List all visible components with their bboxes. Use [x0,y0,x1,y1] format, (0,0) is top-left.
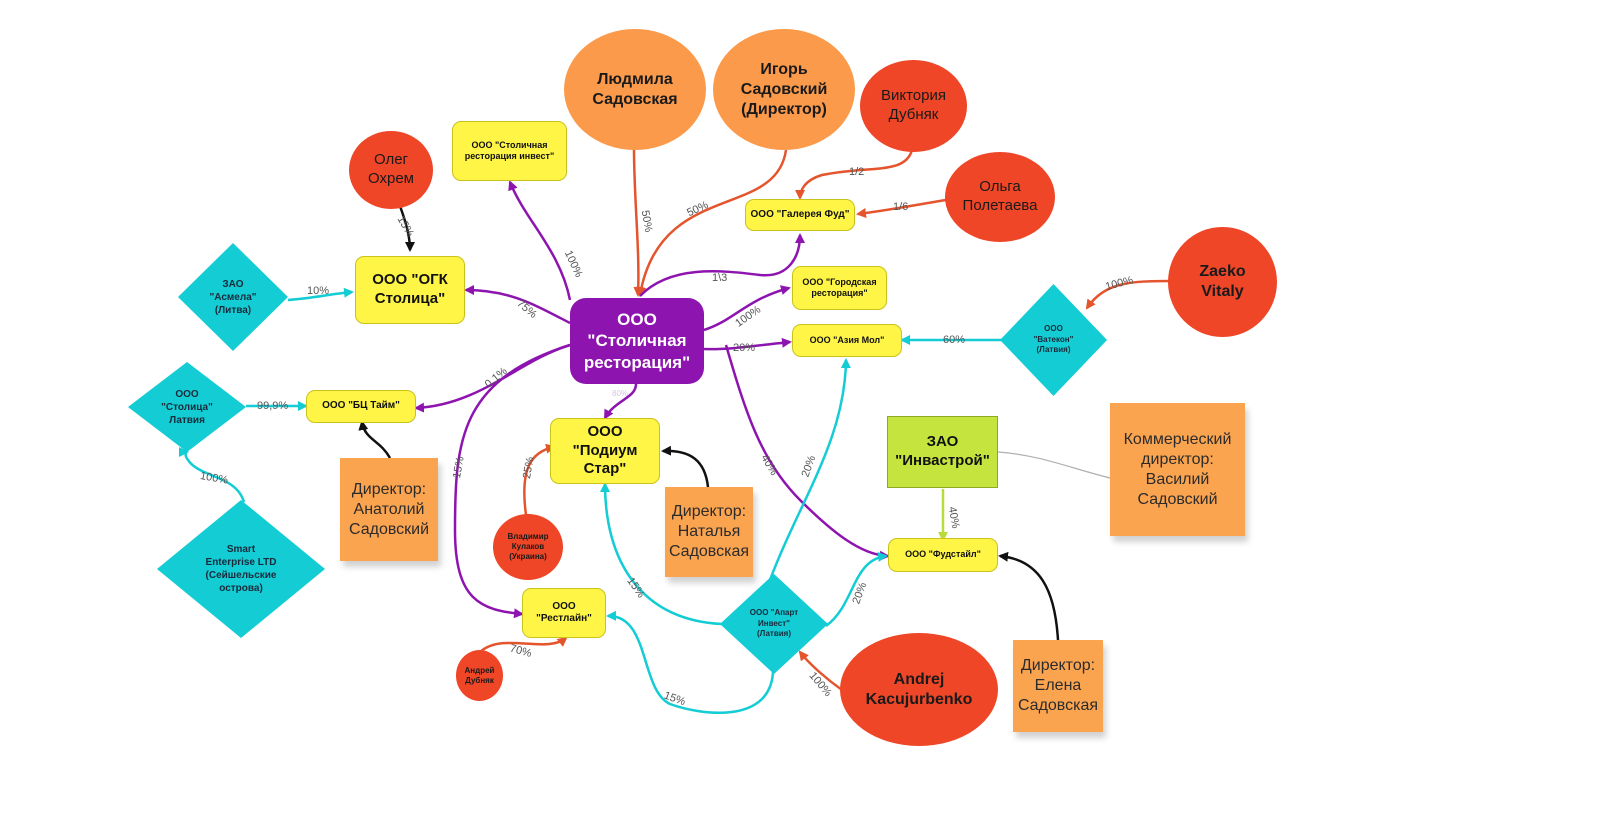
note-director-natalya[interactable]: Директор: Наталья Садовская [665,487,753,577]
node-main-company[interactable]: ООО "Столичная ресторация" [570,298,704,384]
edge-andrej-apart [798,650,843,692]
diamond-text: ООО "Столица" Латвия [161,388,213,426]
node-foodstyle[interactable]: ООО "Фудстайл" [888,538,998,572]
label-oleg-ogk: 15% [395,214,417,239]
diamond-text: ООО "Апарт Инвест" (Латвия) [749,608,799,639]
label-igor-main: 50% [685,199,710,219]
node-viktoria[interactable]: Виктория Дубняк [860,60,967,152]
label-vatekon-aziya: 60% [943,334,965,346]
edge-main-aziya [703,337,792,351]
diamond-text: ООО "Ватекон" (Латвия) [1033,324,1074,355]
label-andrej-apart: 100% [807,670,834,699]
node-andrey-dubnyak[interactable]: Андрей Дубняк [456,650,503,701]
label-andrey-restline: 70% [509,643,534,660]
node-aziya[interactable]: ООО "Азия Мол" [792,324,902,357]
node-andrej[interactable]: Andrej Kacujurbenko [840,633,998,746]
node-lyudmila[interactable]: Людмила Садовская [564,29,706,150]
edge-smart-stolitsa [178,447,246,503]
edge-main-stol-invest [508,180,572,301]
node-galereya[interactable]: ООО "Галерея Фуд" [745,199,855,231]
diamond-text: ЗАО "Асмела" (Литва) [209,278,257,316]
label-olga-galereya: 1/6 [893,201,908,213]
label-main-gorodskaya: 100% [733,304,763,330]
note-commercial-vasiliy[interactable]: Коммерческий директор: Василий Садовский [1110,403,1245,536]
node-invastroy[interactable]: ЗАО "Инвастрой" [887,416,998,488]
node-bc-time[interactable]: ООО "БЦ Тайм" [306,390,416,423]
edge-oleg-ogk [398,205,415,252]
node-zaeko[interactable]: Zaeko Vitaly [1168,227,1277,337]
edge-andrey-restline [477,636,568,655]
edge-natalya-podium [661,445,710,488]
label-asmela-ogk: 10% [307,285,329,297]
node-vladimir[interactable]: Владимир Кулаков (Украина) [493,514,563,580]
edge-apart-foodstyle [825,551,888,628]
node-stol-invest[interactable]: ООО "Столичная ресторация инвест" [452,121,567,181]
edge-zaeko-vatekon [1085,279,1173,310]
label-smart-stolitsa: 100% [199,470,229,487]
edge-apart-aziya [768,358,851,581]
edge-vladimir-podium [523,443,556,516]
node-gorodskaya[interactable]: ООО "Городская ресторация" [792,266,887,310]
node-stolitsa-latvia[interactable]: ООО "Столица" Латвия [128,362,246,452]
diamond-text: Smart Enterprise LTD (Сейшельские остров… [205,544,277,594]
note-director-anatoliy[interactable]: Директор: Анатолий Садовский [340,458,438,561]
edge-viktoria-galereya [795,149,914,200]
edge-main-podium [603,383,638,420]
label-invastroy-foodstyle: 40% [946,506,962,530]
node-olga[interactable]: Ольга Полетаева [945,152,1055,242]
node-oleg[interactable]: Олег Охрем [349,131,433,209]
edge-main-ogk [464,285,571,325]
node-apart[interactable]: ООО "Апарт Инвест" (Латвия) [720,574,828,674]
node-igor[interactable]: Игорь Садовский (Директор) [713,29,855,150]
edge-main-foodstyle [724,344,890,561]
label-main-restline: 15% [451,455,467,479]
label-lyudmila-main: 50% [639,209,655,233]
edge-anatoliy-bc [358,420,392,459]
edge-main-galereya [639,233,805,297]
edge-main-restline [453,343,571,619]
label-zaeko-vatekon: 100% [1104,274,1134,293]
edge-olga-galereya [856,198,947,218]
edge-invastroy-vasiliy [997,451,1111,479]
node-restline[interactable]: ООО "Рестлайн" [522,588,606,638]
label-stolitsa-bc: 99,9% [257,400,288,412]
edge-main-gorodskaya [703,285,791,332]
edge-elena-foodstyle [998,551,1060,641]
edge-lyudmila-main [632,148,644,297]
label-main-foodstyle: 40% [758,453,780,478]
node-ogk[interactable]: ООО "ОГК Столица" [355,256,465,324]
label-main-ogk: 75% [514,297,539,320]
edge-igor-main [636,149,788,297]
note-director-elena[interactable]: Директор: Елена Садовская [1013,640,1103,732]
label-main-galereya: 1\3 [712,272,727,284]
edge-apart-restline [606,610,775,714]
edge-apart-podium [600,482,723,626]
node-smart[interactable]: Smart Enterprise LTD (Сейшельские остров… [157,500,325,638]
label-main-aziya: 20% [733,342,755,354]
edge-asmela-ogk [287,287,354,302]
node-asmela[interactable]: ЗАО "Асмела" (Литва) [178,243,288,351]
label-main-podium: 80% [612,389,628,398]
node-vatekon[interactable]: ООО "Ватекон" (Латвия) [1000,284,1107,396]
node-podium[interactable]: ООО "Подиум Стар" [550,418,660,484]
label-main-stol-invest: 100% [562,249,585,280]
label-apart-podium: 15% [624,575,647,600]
label-viktoria-galereya: 1/2 [849,166,864,178]
label-vladimir-podium: 25% [521,456,537,480]
